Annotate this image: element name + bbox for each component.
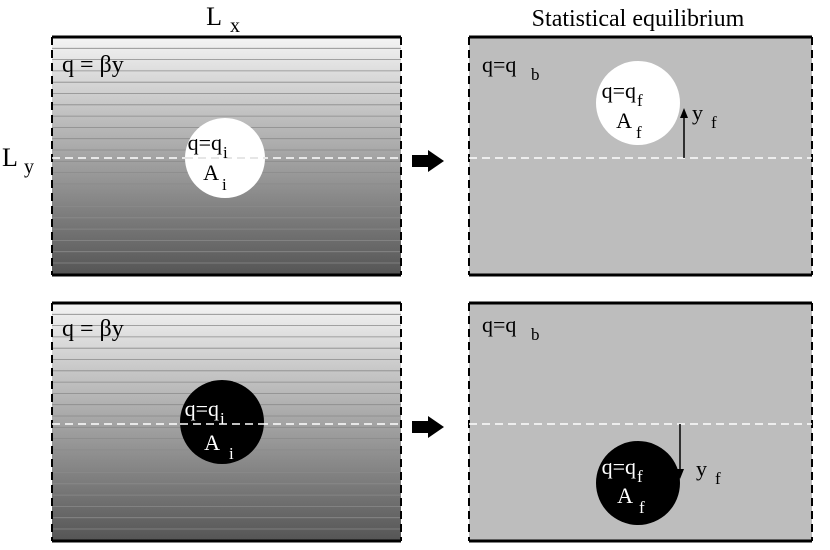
background-q-subscript: b xyxy=(531,65,540,84)
background-q-label: q=q xyxy=(482,52,516,77)
dark-blob-final xyxy=(596,441,680,525)
blob-q-subscript: f xyxy=(637,467,643,486)
blob-area-subscript: i xyxy=(222,175,227,194)
blob-q-subscript: i xyxy=(220,409,225,428)
blob-area-label: A xyxy=(617,483,633,508)
equilibrium-title: Statistical equilibrium xyxy=(532,6,745,32)
blob-area-label: A xyxy=(616,108,632,133)
blob-q-label: q=q xyxy=(602,454,636,479)
blob-area-subscript: f xyxy=(639,498,645,517)
stripe-lines xyxy=(52,313,401,530)
bottom-right-panel: q=q b q=q f A f y f xyxy=(468,301,813,543)
displacement-subscript: f xyxy=(711,113,717,132)
blob-q-label: q=q xyxy=(185,396,219,421)
ly-label: L xyxy=(2,143,18,172)
bottom-left-panel: q = βy q=q i A i xyxy=(51,301,402,543)
blob-q-subscript: f xyxy=(637,91,643,110)
light-blob-final xyxy=(596,61,680,145)
blob-q-label: q=q xyxy=(602,78,636,103)
profile-label: q = βy xyxy=(62,52,124,78)
displacement-label: y xyxy=(692,100,703,125)
blob-area-label: A xyxy=(204,430,220,455)
blob-area-subscript: f xyxy=(636,123,642,142)
top-left-panel: q = βy q=q i A i xyxy=(51,35,402,277)
lx-subscript: x xyxy=(230,15,240,37)
arrow-top xyxy=(412,150,444,172)
blob-area-label: A xyxy=(203,160,219,185)
blob-q-subscript: i xyxy=(223,143,228,162)
profile-label: q = βy xyxy=(62,316,124,342)
displacement-subscript: f xyxy=(715,469,721,488)
displacement-label: y xyxy=(696,456,707,481)
blob-area-subscript: i xyxy=(229,444,234,463)
ly-subscript: y xyxy=(24,156,34,178)
background-q-label: q=q xyxy=(482,312,516,337)
lx-label: L xyxy=(206,2,222,31)
dark-blob-initial xyxy=(180,380,264,464)
top-right-panel: q=q b q=q f A f y f xyxy=(468,35,813,277)
arrow-bottom xyxy=(412,416,444,438)
blob-q-label: q=q xyxy=(188,130,222,155)
background-q-subscript: b xyxy=(531,325,540,344)
